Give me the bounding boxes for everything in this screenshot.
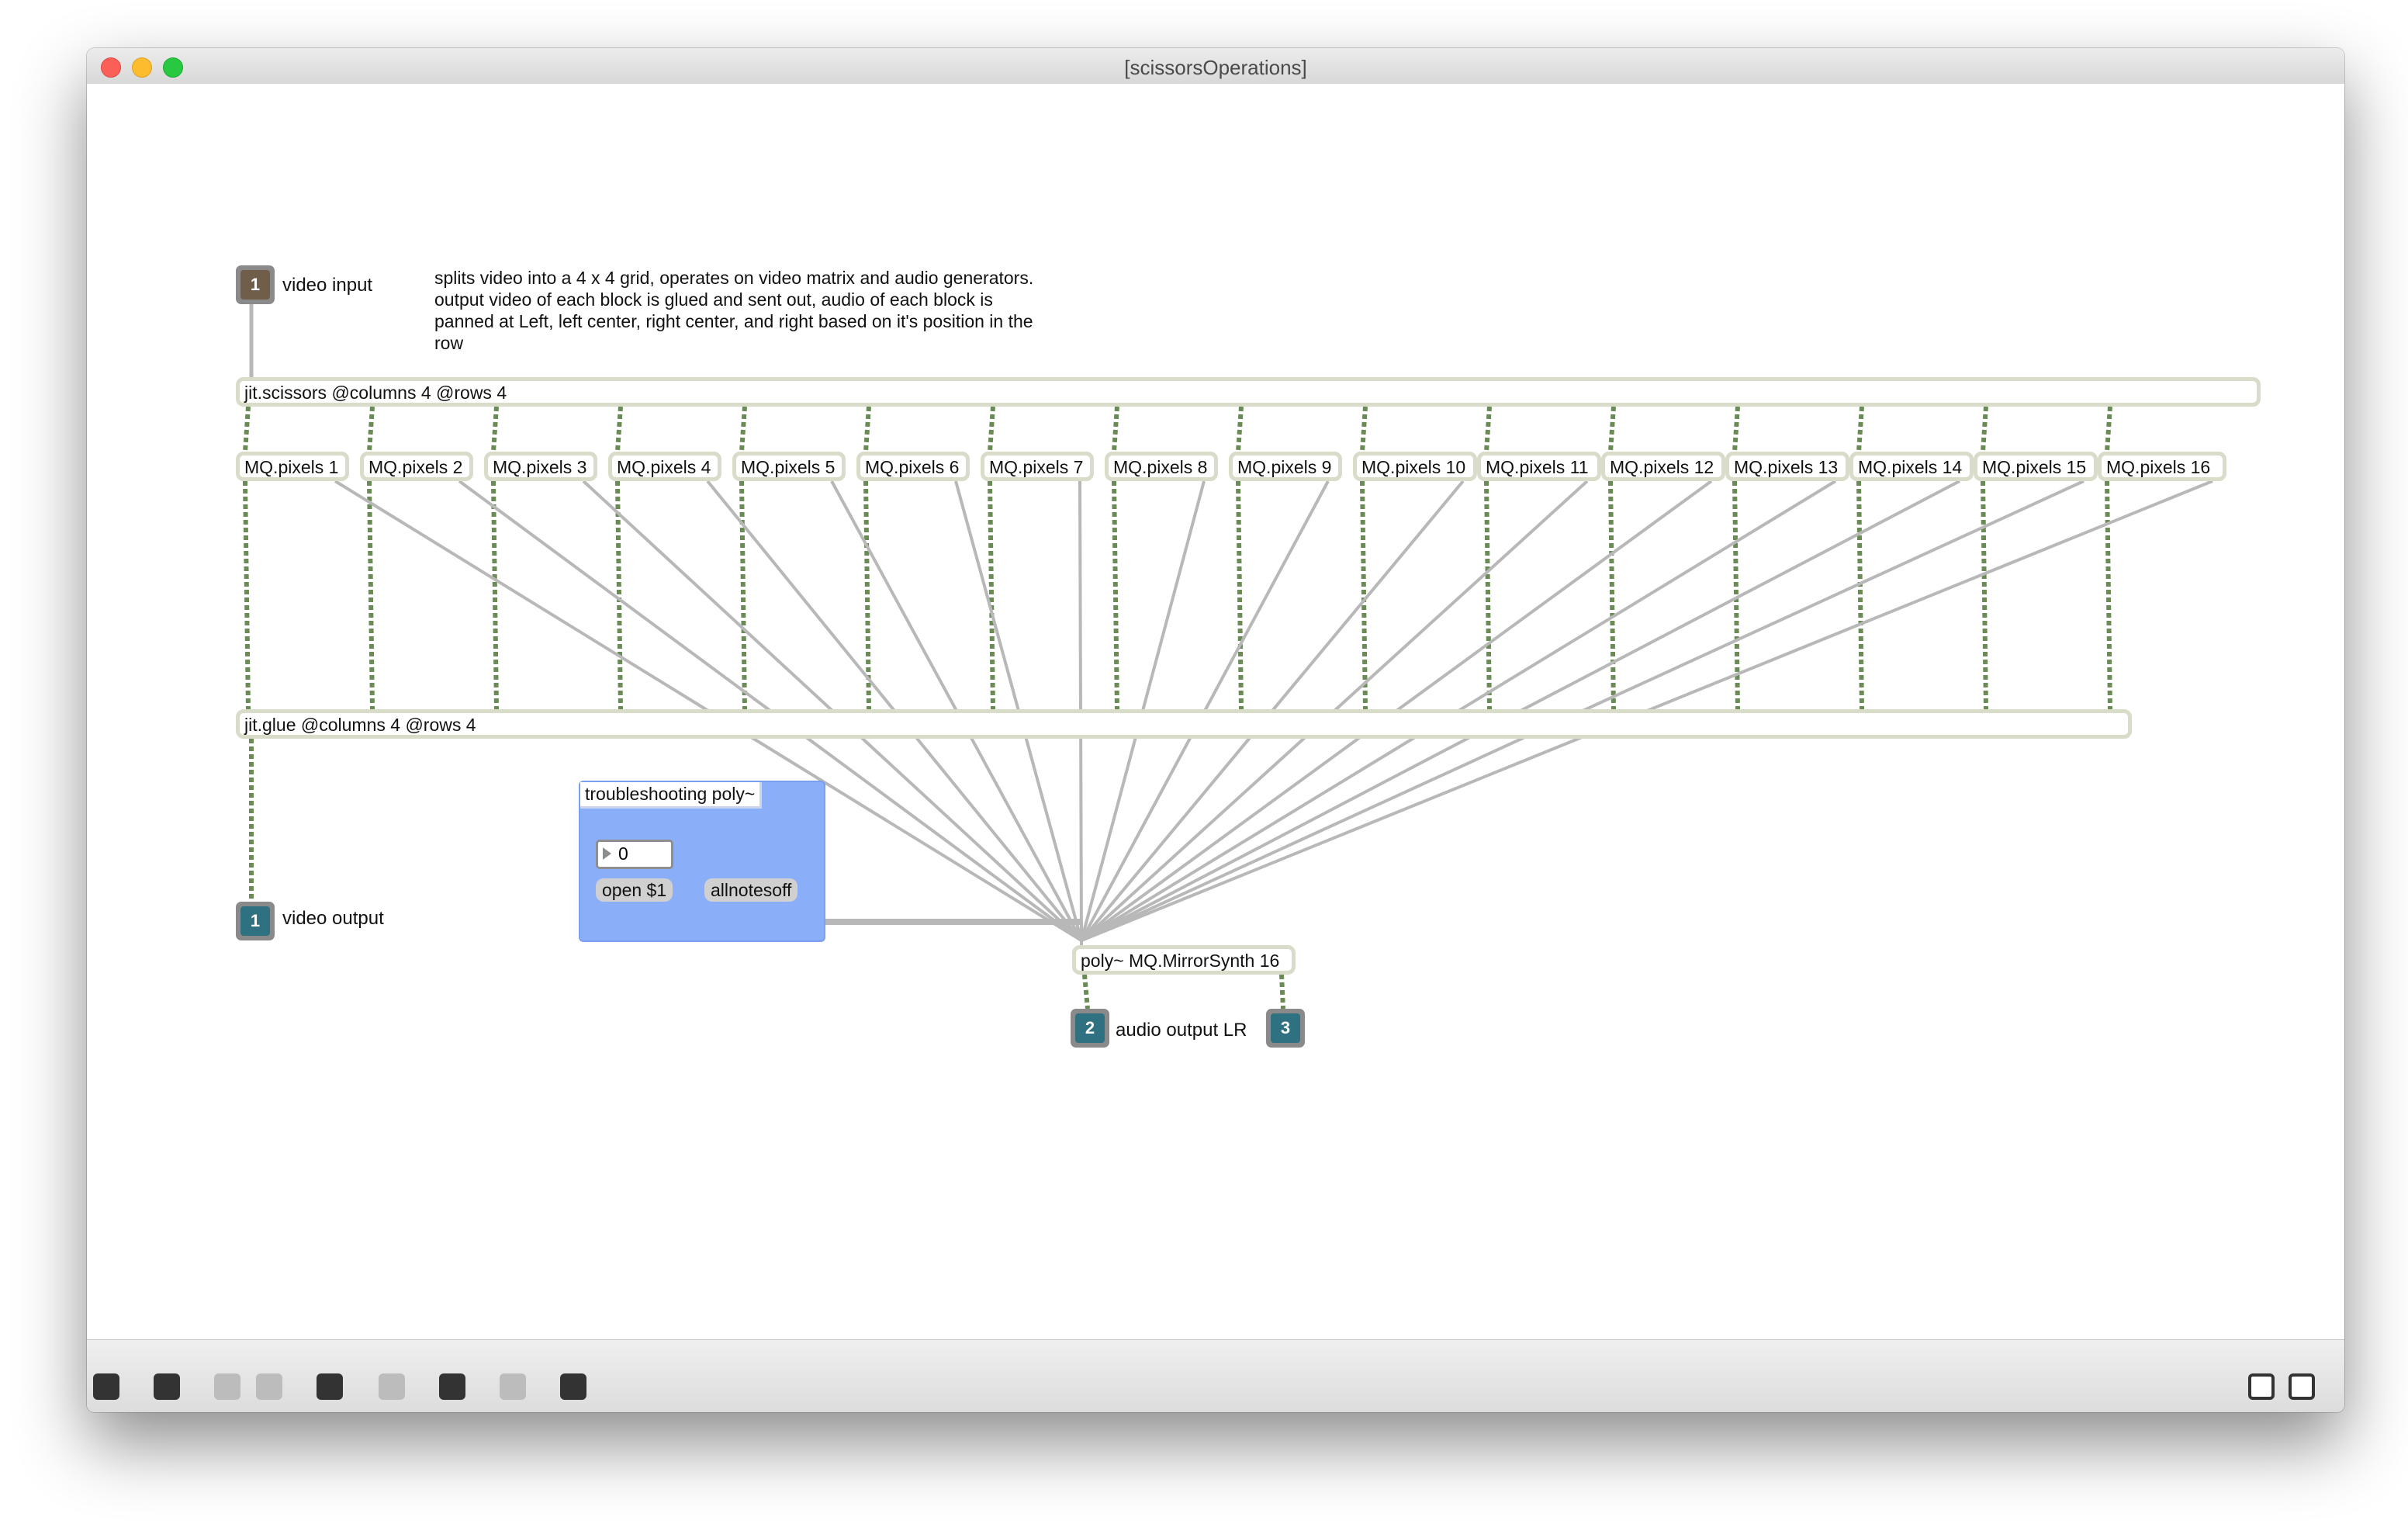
patcher-window: [scissorsOperations] 1 video input split…	[87, 48, 2344, 1412]
outlet-number: 1	[240, 906, 270, 936]
voice-number-value: 0	[618, 843, 628, 864]
scissors-to-pixels-cord[interactable]	[1236, 406, 1244, 452]
audio-output-label: audio output LR	[1116, 1020, 1247, 1041]
mq-pixels-object[interactable]: MQ.pixels 7	[981, 452, 1094, 481]
grid-icon[interactable]	[500, 1373, 526, 1400]
pixels-to-glue-cord[interactable]	[863, 480, 871, 710]
scissors-to-pixels-cord[interactable]	[1856, 406, 1864, 452]
mq-pixels-object[interactable]: MQ.pixels 3	[484, 452, 597, 481]
scissors-to-pixels-cord[interactable]	[2105, 406, 2112, 452]
scissors-to-pixels-cord[interactable]	[1608, 406, 1616, 452]
mq-pixels-object[interactable]: MQ.pixels 1	[236, 452, 349, 481]
pixels-to-glue-cord[interactable]	[243, 480, 251, 710]
troubleshooting-panel: troubleshooting poly~ 0 open $1 allnotes…	[579, 781, 825, 942]
mq-pixels-object[interactable]: MQ.pixels 10	[1353, 452, 1477, 481]
info-icon[interactable]	[379, 1373, 405, 1400]
scissors-to-pixels-cord[interactable]	[1981, 406, 1988, 452]
jit-glue-object[interactable]: jit.glue @columns 4 @rows 4	[236, 709, 2132, 739]
description-comment: splits video into a 4 x 4 grid, operates…	[434, 268, 1034, 353]
pixels-to-glue-cord[interactable]	[988, 480, 995, 710]
lock-icon[interactable]	[93, 1373, 119, 1400]
right-panel-icon[interactable]	[2289, 1373, 2315, 1400]
patcher-toolbar	[87, 1339, 2344, 1412]
video-output-label: video output	[282, 908, 384, 929]
minimize-window-button[interactable]	[132, 57, 152, 78]
mq-pixels-object[interactable]: MQ.pixels 2	[360, 452, 473, 481]
audio-right-outlet[interactable]: 3	[1266, 1009, 1305, 1048]
snap-icon[interactable]	[560, 1373, 586, 1400]
mq-pixels-object[interactable]: MQ.pixels 14	[1849, 452, 1974, 481]
mq-pixels-object[interactable]: MQ.pixels 5	[732, 452, 846, 481]
debug-icon[interactable]	[317, 1373, 343, 1400]
open-message-button[interactable]: open $1	[596, 878, 673, 902]
mq-pixels-object[interactable]: MQ.pixels 9	[1229, 452, 1342, 481]
allnotesoff-message-button[interactable]: allnotesoff	[704, 878, 798, 902]
scissors-to-pixels-cord[interactable]	[491, 406, 499, 452]
poly-object[interactable]: poly~ MQ.MirrorSynth 16	[1072, 945, 1296, 975]
scissors-to-pixels-cord[interactable]	[1484, 406, 1492, 452]
pixels-to-glue-cord[interactable]	[1981, 480, 1988, 710]
voice-number-box[interactable]: 0	[596, 840, 673, 869]
pixels-to-glue-cord[interactable]	[1732, 480, 1740, 710]
pixels-to-glue-cord[interactable]	[1360, 480, 1368, 710]
mq-pixels-object[interactable]: MQ.pixels 16	[2098, 452, 2226, 481]
scissors-to-pixels-cord[interactable]	[367, 406, 375, 452]
pixels-to-glue-cord[interactable]	[1112, 480, 1119, 710]
video-output-outlet[interactable]: 1	[236, 902, 275, 940]
scissors-to-pixels-cord[interactable]	[1732, 406, 1740, 452]
pixels-to-glue-cord[interactable]	[2105, 480, 2112, 710]
scissors-to-pixels-cord[interactable]	[988, 406, 995, 452]
mq-pixels-object[interactable]: MQ.pixels 6	[856, 452, 970, 481]
mq-pixels-object[interactable]: MQ.pixels 13	[1725, 452, 1849, 481]
outlet-number: 3	[1271, 1013, 1300, 1043]
scissors-to-pixels-cord[interactable]	[1112, 406, 1119, 452]
presentation-icon[interactable]	[154, 1373, 180, 1400]
pixels-to-glue-cord[interactable]	[491, 480, 499, 710]
scissors-to-pixels-cord[interactable]	[1360, 406, 1368, 452]
title-bar: [scissorsOperations]	[87, 48, 2344, 85]
audio-left-outlet[interactable]: 2	[1071, 1009, 1109, 1048]
mq-pixels-object[interactable]: MQ.pixels 8	[1105, 452, 1218, 481]
video-input-label: video input	[282, 275, 373, 296]
scissors-to-pixels-cord[interactable]	[863, 406, 871, 452]
pixels-to-glue-cord[interactable]	[615, 480, 623, 710]
jit-scissors-object[interactable]: jit.scissors @columns 4 @rows 4	[236, 377, 2261, 407]
mq-pixels-object[interactable]: MQ.pixels 15	[1974, 452, 2098, 481]
poly-left-out-cord[interactable]	[1082, 974, 1090, 1010]
mq-pixels-object[interactable]: MQ.pixels 11	[1477, 452, 1601, 481]
mq-pixels-object[interactable]: MQ.pixels 12	[1601, 452, 1725, 481]
pixels-to-glue-cord[interactable]	[367, 480, 375, 710]
inlet-number: 1	[240, 270, 270, 300]
pixels-to-glue-cord[interactable]	[1236, 480, 1244, 710]
scissors-to-pixels-cord[interactable]	[243, 406, 251, 452]
mq-pixels-object[interactable]: MQ.pixels 4	[608, 452, 721, 481]
troubleshooting-panel-title: troubleshooting poly~	[580, 782, 763, 809]
poly-right-out-cord[interactable]	[1279, 974, 1285, 1010]
close-window-button[interactable]	[101, 57, 121, 78]
pixels-to-glue-cord[interactable]	[739, 480, 747, 710]
scissors-to-pixels-cord[interactable]	[739, 406, 747, 452]
number-box-arrow-icon	[603, 847, 611, 860]
zoom-window-button[interactable]	[163, 57, 183, 78]
delete-icon[interactable]	[256, 1373, 282, 1400]
patcher-canvas[interactable]: 1 video input splits video into a 4 x 4 …	[87, 84, 2344, 1391]
bottom-panel-icon[interactable]	[2248, 1373, 2275, 1400]
pixels-to-glue-cord[interactable]	[1608, 480, 1616, 710]
outlet-number: 2	[1075, 1013, 1105, 1043]
scissors-to-pixels-cord[interactable]	[615, 406, 623, 452]
window-title: [scissorsOperations]	[1124, 56, 1307, 79]
video-input-inlet[interactable]: 1	[236, 265, 275, 304]
object-mode-icon[interactable]	[439, 1373, 465, 1400]
object-icon[interactable]	[214, 1373, 240, 1400]
pixels-to-glue-cord[interactable]	[1856, 480, 1864, 710]
pixels-to-glue-cord[interactable]	[1484, 480, 1492, 710]
